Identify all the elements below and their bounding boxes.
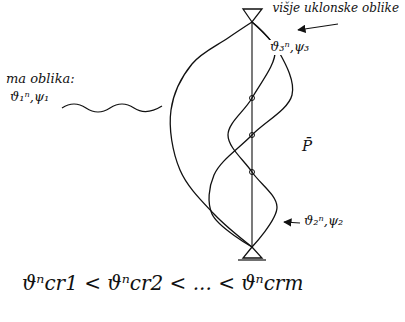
annotation-label: ma oblika:: [4, 72, 77, 87]
inequality-formula: ϑⁿcr1 < ϑⁿcr2 < ... < ϑⁿcrm: [20, 272, 305, 295]
mode-shape-curve: [209, 22, 293, 247]
leader-line: [62, 104, 162, 112]
top-support: [243, 9, 262, 22]
leader-arrow: [284, 222, 300, 223]
bottom-support: [243, 247, 262, 258]
annotation-label: ϑ₁ⁿ,ψ₁: [8, 90, 51, 105]
ground-line: [238, 259, 266, 260]
crossing-dot: [250, 96, 255, 101]
annotation-label: P̄: [300, 138, 314, 155]
annotation-label: ϑ₃ⁿ,ψ₃: [268, 40, 311, 55]
mode-shape-curve: [228, 22, 277, 247]
annotation-label: ϑ₂ⁿ,ψ₂: [302, 214, 345, 229]
crossing-dot: [250, 133, 255, 138]
leader-arrow: [298, 24, 338, 30]
crossing-dot: [250, 170, 255, 175]
annotation-label: višje uklonske oblike: [270, 2, 401, 16]
